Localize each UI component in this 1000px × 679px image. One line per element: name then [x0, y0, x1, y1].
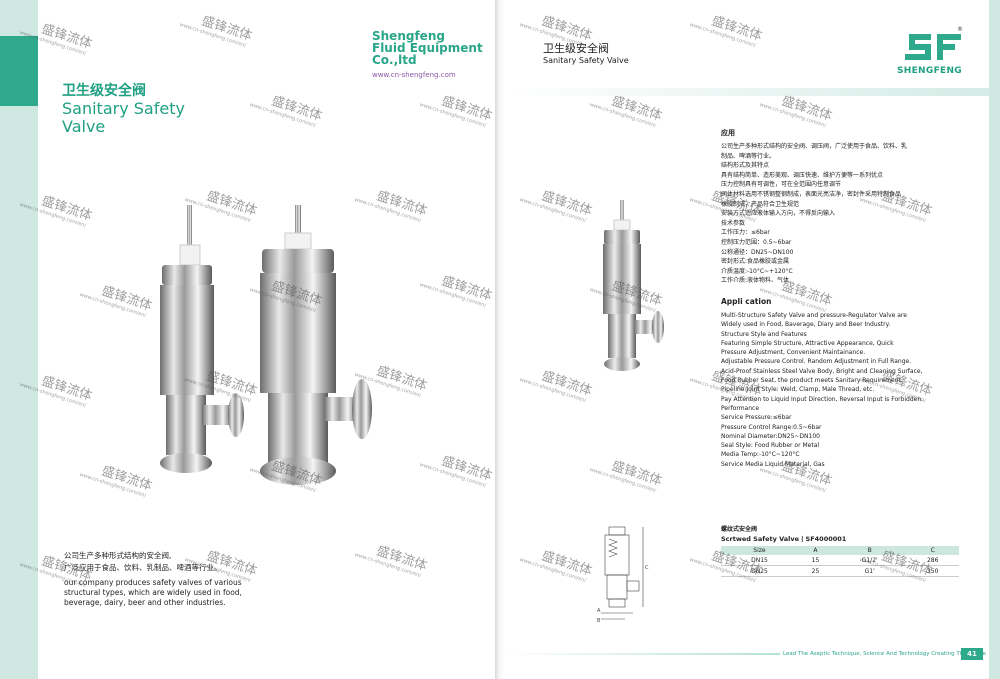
logo-text: SHENGFENG: [897, 66, 962, 76]
list-item: Media Temp:-10°C~120°C: [721, 451, 800, 459]
spec-list-en: Multi-Structure Safety Valve and pressur…: [721, 311, 926, 469]
list-item: 阀体材料选用不锈钢整钢制成，表面光亮洁净，密封件采用特制食品: [721, 190, 902, 198]
list-item: Featuring Simple Structure, Attractive A…: [721, 339, 894, 347]
page-title-en-line2: Valve: [62, 117, 106, 136]
list-item: Pressure Control Range:0.5~6bar: [721, 423, 822, 431]
list-item: Pressure Adjustment, Convenient Maintain…: [721, 349, 866, 357]
section-heading-zh: 应用: [721, 129, 735, 137]
list-item: Service Pressure:≤6bar: [721, 414, 792, 422]
table-header-cell: C: [906, 546, 959, 555]
shengfeng-logo-icon: [905, 34, 961, 60]
list-item: 结构形式及其特点: [721, 162, 770, 170]
drawing-label-a: A: [597, 608, 601, 614]
page-title-zh: 卫生级安全阀: [62, 83, 146, 99]
footer-slogan: Lead The Aseptic Technique, Science And …: [780, 651, 989, 657]
list-item: 具有结构简单、造形美观、调压快速、维护方便等一系列优点: [721, 171, 884, 179]
list-item: Pipeline Joint Style: Weld, Clamp, Male …: [721, 386, 875, 394]
brand-line1: Shengfeng: [372, 29, 445, 43]
list-item: Adjustable Pressure Control. Random Adju…: [721, 358, 912, 366]
side-band: [0, 0, 38, 679]
right-title-zh: 卫生级安全阀: [543, 42, 609, 55]
description-en: our company produces safety valves of va…: [64, 578, 254, 608]
description-en-line2: structural types, which are widely used …: [64, 588, 242, 597]
spec-list-zh: 公司生产多种形式结构的安全阀、调压阀，广泛使用于食品、饮料、乳 制品、啤酒等行业…: [721, 142, 921, 286]
list-item: 橡胶制成，产品符合卫生规范: [721, 200, 800, 208]
product-photo-small: [603, 200, 664, 371]
list-item: 公称通径：DN25~DN100: [721, 248, 794, 256]
list-item: Seal Style: Food Rubber or Metal: [721, 442, 820, 450]
page-title-en-line1: Sanitary Safety: [62, 99, 185, 118]
list-item: Pay Attention to Liquid Input Direction,…: [721, 395, 924, 403]
list-item: Structure Style and Features: [721, 330, 807, 338]
table-cell: DN15: [721, 555, 798, 566]
list-item: 公司生产多种形式结构的安全阀、调压阀，广泛使用于食品、饮料、乳: [721, 143, 908, 150]
brand-block: Shengfeng Fluid Equipment Co.,ltd www.cn…: [372, 30, 483, 81]
brand-line2: Fluid Equipment: [372, 41, 483, 55]
header-rule: [505, 88, 1000, 96]
left-page: Shengfeng Fluid Equipment Co.,ltd www.cn…: [0, 0, 495, 679]
drawing-label-b: B: [597, 618, 601, 624]
list-item: Multi-Structure Safety Valve and pressur…: [721, 312, 907, 319]
list-item: 压力控制具有可调性，可在全范围内任意调节: [721, 181, 842, 189]
section-heading-en: Appli cation: [721, 297, 772, 306]
table-header-cell: B: [833, 546, 907, 555]
footer-rule: [505, 653, 1000, 655]
model-title-zh: 螺纹式安全阀: [721, 526, 758, 533]
list-item: 工作介质:液体物料、气体: [721, 277, 790, 285]
table-row: DN25 25 G1' 350: [721, 565, 959, 577]
list-item: 密封形式:食品橡胶或金属: [721, 258, 790, 266]
size-table: Size A B C DN15 15 G1/2' 286 DN25 25 G1'…: [721, 546, 959, 577]
page-number: 41: [961, 648, 983, 660]
description-zh-line2: 广泛应用于食品、饮料、乳制品、啤酒等行业。: [64, 563, 222, 572]
table-header-row: Size A B C: [721, 546, 959, 555]
list-item: 技术参数: [721, 219, 746, 227]
list-item: Nominal Diameter:DN25~DN100: [721, 432, 820, 440]
table-cell: DN25: [721, 565, 798, 577]
list-item: 工作压力：≤6bar: [721, 229, 770, 237]
list-item: Performance: [721, 404, 760, 412]
list-item: 控制压力范围：0.5~6bar: [721, 238, 792, 246]
table-header-cell: Size: [721, 546, 798, 555]
table-cell: 350: [906, 565, 959, 577]
right-title-en: Sanitary Safety Valve: [543, 56, 629, 65]
list-item: Widely used in Food, Baverage, Diary and…: [721, 321, 891, 329]
side-band-accent: [0, 36, 38, 106]
right-side-band: [989, 0, 1000, 679]
table-cell: 286: [906, 555, 959, 566]
list-item: Food Rubber Seat, the product meets Sani…: [721, 377, 903, 385]
table-cell: 25: [797, 565, 834, 577]
list-item: 安装方式适应液体输入方向，不得反向输入: [721, 210, 836, 218]
book-gutter: [495, 0, 505, 679]
list-item: 制品、啤酒等行业。: [721, 152, 776, 160]
drawing-label-c: C: [645, 565, 649, 571]
list-item: 介质温度:-10°C~+120°C: [721, 267, 793, 275]
table-row: DN15 15 G1/2' 286: [721, 555, 959, 566]
table-header-cell: A: [797, 546, 834, 555]
brand-url: www.cn-shengfeng.com: [372, 71, 456, 79]
table-cell: G1/2': [833, 555, 907, 566]
description-en-line1: our company produces safety valves of va…: [64, 578, 242, 587]
brand-line3: Co.,ltd: [372, 53, 417, 67]
table-cell: 15: [797, 555, 834, 566]
technical-drawing: C A B: [597, 526, 649, 624]
list-item: Acid-Proof Stainless Steel Valve Body, B…: [721, 367, 923, 375]
description-zh-line1: 公司生产多种形式结构的安全阀,: [64, 551, 172, 560]
description-zh: 公司生产多种形式结构的安全阀, 广泛应用于食品、饮料、乳制品、啤酒等行业。: [64, 550, 264, 574]
list-item: Service Media Liquid Material, Gas: [721, 460, 825, 468]
model-title-en: Scrtwed Safety Valve丨SF4000001: [721, 535, 847, 543]
description-en-line3: beverage, dairy, beer and other industri…: [64, 598, 226, 607]
table-cell: G1': [833, 565, 907, 577]
product-photo-large: [160, 205, 372, 485]
registered-mark: ®: [957, 26, 963, 33]
page-title-en: Sanitary Safety Valve: [62, 100, 185, 136]
right-page: 卫生级安全阀 Sanitary Safety Valve ® SHENGFENG…: [505, 0, 1000, 679]
